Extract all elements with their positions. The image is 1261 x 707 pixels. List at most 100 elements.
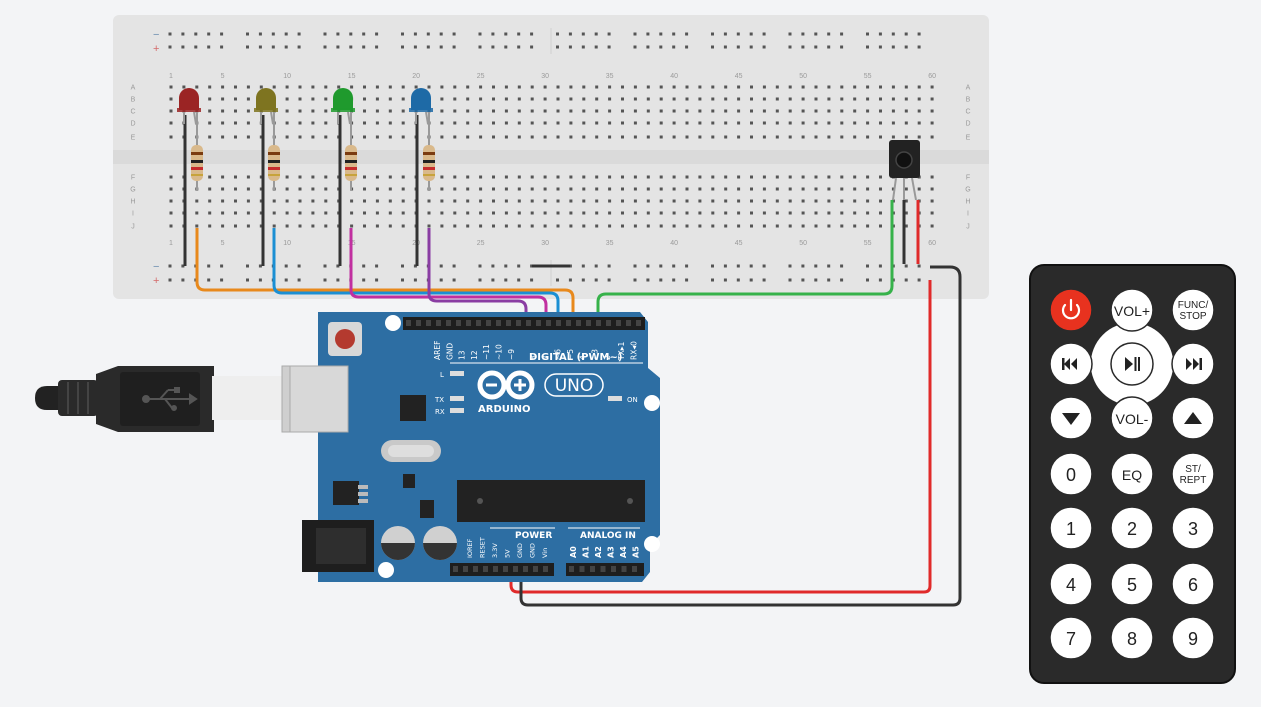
breadboard-hole bbox=[323, 278, 327, 282]
breadboard-hole bbox=[375, 32, 379, 36]
remote-button-up[interactable] bbox=[1171, 396, 1215, 440]
analog-pin-label: A5 bbox=[632, 546, 641, 558]
breadboard-hole bbox=[466, 224, 470, 228]
breadboard-hole bbox=[517, 211, 521, 215]
breadboard-hole bbox=[182, 85, 186, 89]
breadboard-hole bbox=[478, 45, 482, 49]
digital-pin-label: RX◂0 bbox=[630, 341, 639, 360]
breadboard-hole bbox=[594, 32, 598, 36]
breadboard-hole bbox=[285, 121, 289, 125]
breadboard-hole bbox=[840, 45, 844, 49]
breadboard-hole bbox=[363, 97, 366, 101]
breadboard-hole bbox=[840, 264, 844, 268]
breadboard-hole bbox=[879, 224, 882, 228]
remote-button-vol-plus[interactable]: VOL+ bbox=[1110, 288, 1154, 332]
breadboard-hole bbox=[917, 109, 921, 113]
breadboard-hole bbox=[646, 278, 650, 282]
remote-button-func-stop[interactable]: FUNC/STOP bbox=[1171, 288, 1215, 332]
breadboard-hole bbox=[466, 211, 470, 215]
breadboard-hole bbox=[246, 264, 249, 268]
breadboard-hole bbox=[504, 187, 508, 191]
breadboard-hole bbox=[271, 45, 275, 49]
breadboard-hole bbox=[930, 121, 934, 125]
breadboard-hole bbox=[608, 211, 612, 215]
remote-button-down[interactable] bbox=[1049, 396, 1093, 440]
breadboard-hole bbox=[284, 278, 288, 282]
breadboard-hole bbox=[221, 199, 225, 203]
breadboard-hole bbox=[930, 97, 934, 101]
breadboard-hole bbox=[336, 32, 340, 36]
remote-button-play-pause[interactable] bbox=[1110, 342, 1154, 386]
breadboard-hole bbox=[775, 224, 779, 228]
breadboard-hole bbox=[324, 85, 328, 89]
breadboard-hole bbox=[221, 211, 225, 215]
breadboard-hole bbox=[181, 264, 185, 268]
breadboard-hole bbox=[271, 32, 275, 36]
reset-button[interactable] bbox=[335, 329, 355, 349]
breadboard-hole bbox=[440, 187, 444, 191]
breadboard-hole bbox=[439, 278, 443, 282]
remote-button-eq[interactable]: EQ bbox=[1110, 452, 1154, 496]
breadboard-row-letter: D bbox=[965, 121, 970, 128]
breadboard-hole bbox=[285, 109, 289, 113]
breadboard-hole bbox=[466, 199, 470, 203]
remote-button-power[interactable] bbox=[1049, 288, 1093, 332]
remote-button-vol-minus[interactable]: VOL- bbox=[1110, 396, 1154, 440]
breadboard-hole bbox=[569, 109, 573, 113]
breadboard-hole bbox=[866, 135, 870, 139]
breadboard-hole bbox=[375, 135, 379, 139]
breadboard-col-number: 30 bbox=[541, 73, 549, 80]
breadboard-hole bbox=[479, 109, 483, 113]
breadboard-hole bbox=[517, 278, 521, 282]
breadboard-hole bbox=[711, 135, 715, 139]
remote-button-1[interactable]: 1 bbox=[1049, 506, 1093, 550]
power-pin-label: GND bbox=[529, 543, 537, 558]
remote-button-next[interactable] bbox=[1171, 342, 1215, 386]
remote-button-5[interactable]: 5 bbox=[1110, 562, 1154, 606]
breadboard-hole bbox=[827, 32, 831, 36]
breadboard-hole bbox=[594, 45, 598, 49]
breadboard-hole bbox=[762, 278, 766, 282]
remote-button-4[interactable]: 4 bbox=[1049, 562, 1093, 606]
remote-button-0[interactable]: 0 bbox=[1049, 452, 1093, 496]
remote-button-6[interactable]: 6 bbox=[1171, 562, 1215, 606]
breadboard-hole bbox=[363, 187, 366, 191]
breadboard-hole bbox=[582, 175, 586, 179]
remote-button-7[interactable]: 7 bbox=[1049, 616, 1093, 660]
breadboard-hole bbox=[324, 224, 328, 228]
breadboard-hole bbox=[801, 187, 805, 191]
digital-pin-label: ~6 bbox=[554, 349, 563, 360]
breadboard-hole bbox=[827, 45, 831, 49]
remote-button-st-rept[interactable]: ST/REPT bbox=[1171, 452, 1215, 496]
breadboard-hole bbox=[169, 135, 173, 139]
remote-button-2[interactable]: 2 bbox=[1110, 506, 1154, 550]
breadboard-hole bbox=[762, 109, 766, 113]
remote-button-prev[interactable] bbox=[1049, 342, 1093, 386]
remote-button-label: VOL+ bbox=[1114, 303, 1150, 319]
breadboard-hole bbox=[221, 109, 225, 113]
breadboard-hole bbox=[556, 97, 560, 101]
breadboard-hole bbox=[208, 224, 212, 228]
breadboard-hole bbox=[168, 32, 172, 36]
breadboard-col-number: 25 bbox=[477, 73, 485, 80]
breadboard-hole bbox=[827, 121, 831, 125]
breadboard-hole bbox=[208, 187, 212, 191]
remote-button-8[interactable]: 8 bbox=[1110, 616, 1154, 660]
power-pin-label: RESET bbox=[479, 537, 487, 558]
breadboard-hole bbox=[672, 211, 676, 215]
remote-button-9[interactable]: 9 bbox=[1171, 616, 1215, 660]
power-pin-label: IOREF bbox=[466, 538, 474, 558]
breadboard-hole bbox=[917, 45, 921, 49]
breadboard-hole bbox=[750, 187, 753, 191]
breadboard-col-number: 1 bbox=[169, 73, 173, 80]
breadboard-row-letter: C bbox=[130, 109, 135, 116]
breadboard-hole bbox=[724, 211, 728, 215]
breadboard-hole bbox=[453, 85, 457, 89]
breadboard-hole bbox=[504, 278, 508, 282]
breadboard-hole bbox=[737, 187, 741, 191]
remote-button-3[interactable]: 3 bbox=[1171, 506, 1215, 550]
breadboard-hole bbox=[311, 224, 315, 228]
breadboard-hole bbox=[749, 45, 753, 49]
breadboard-row-letter: F bbox=[966, 175, 970, 182]
